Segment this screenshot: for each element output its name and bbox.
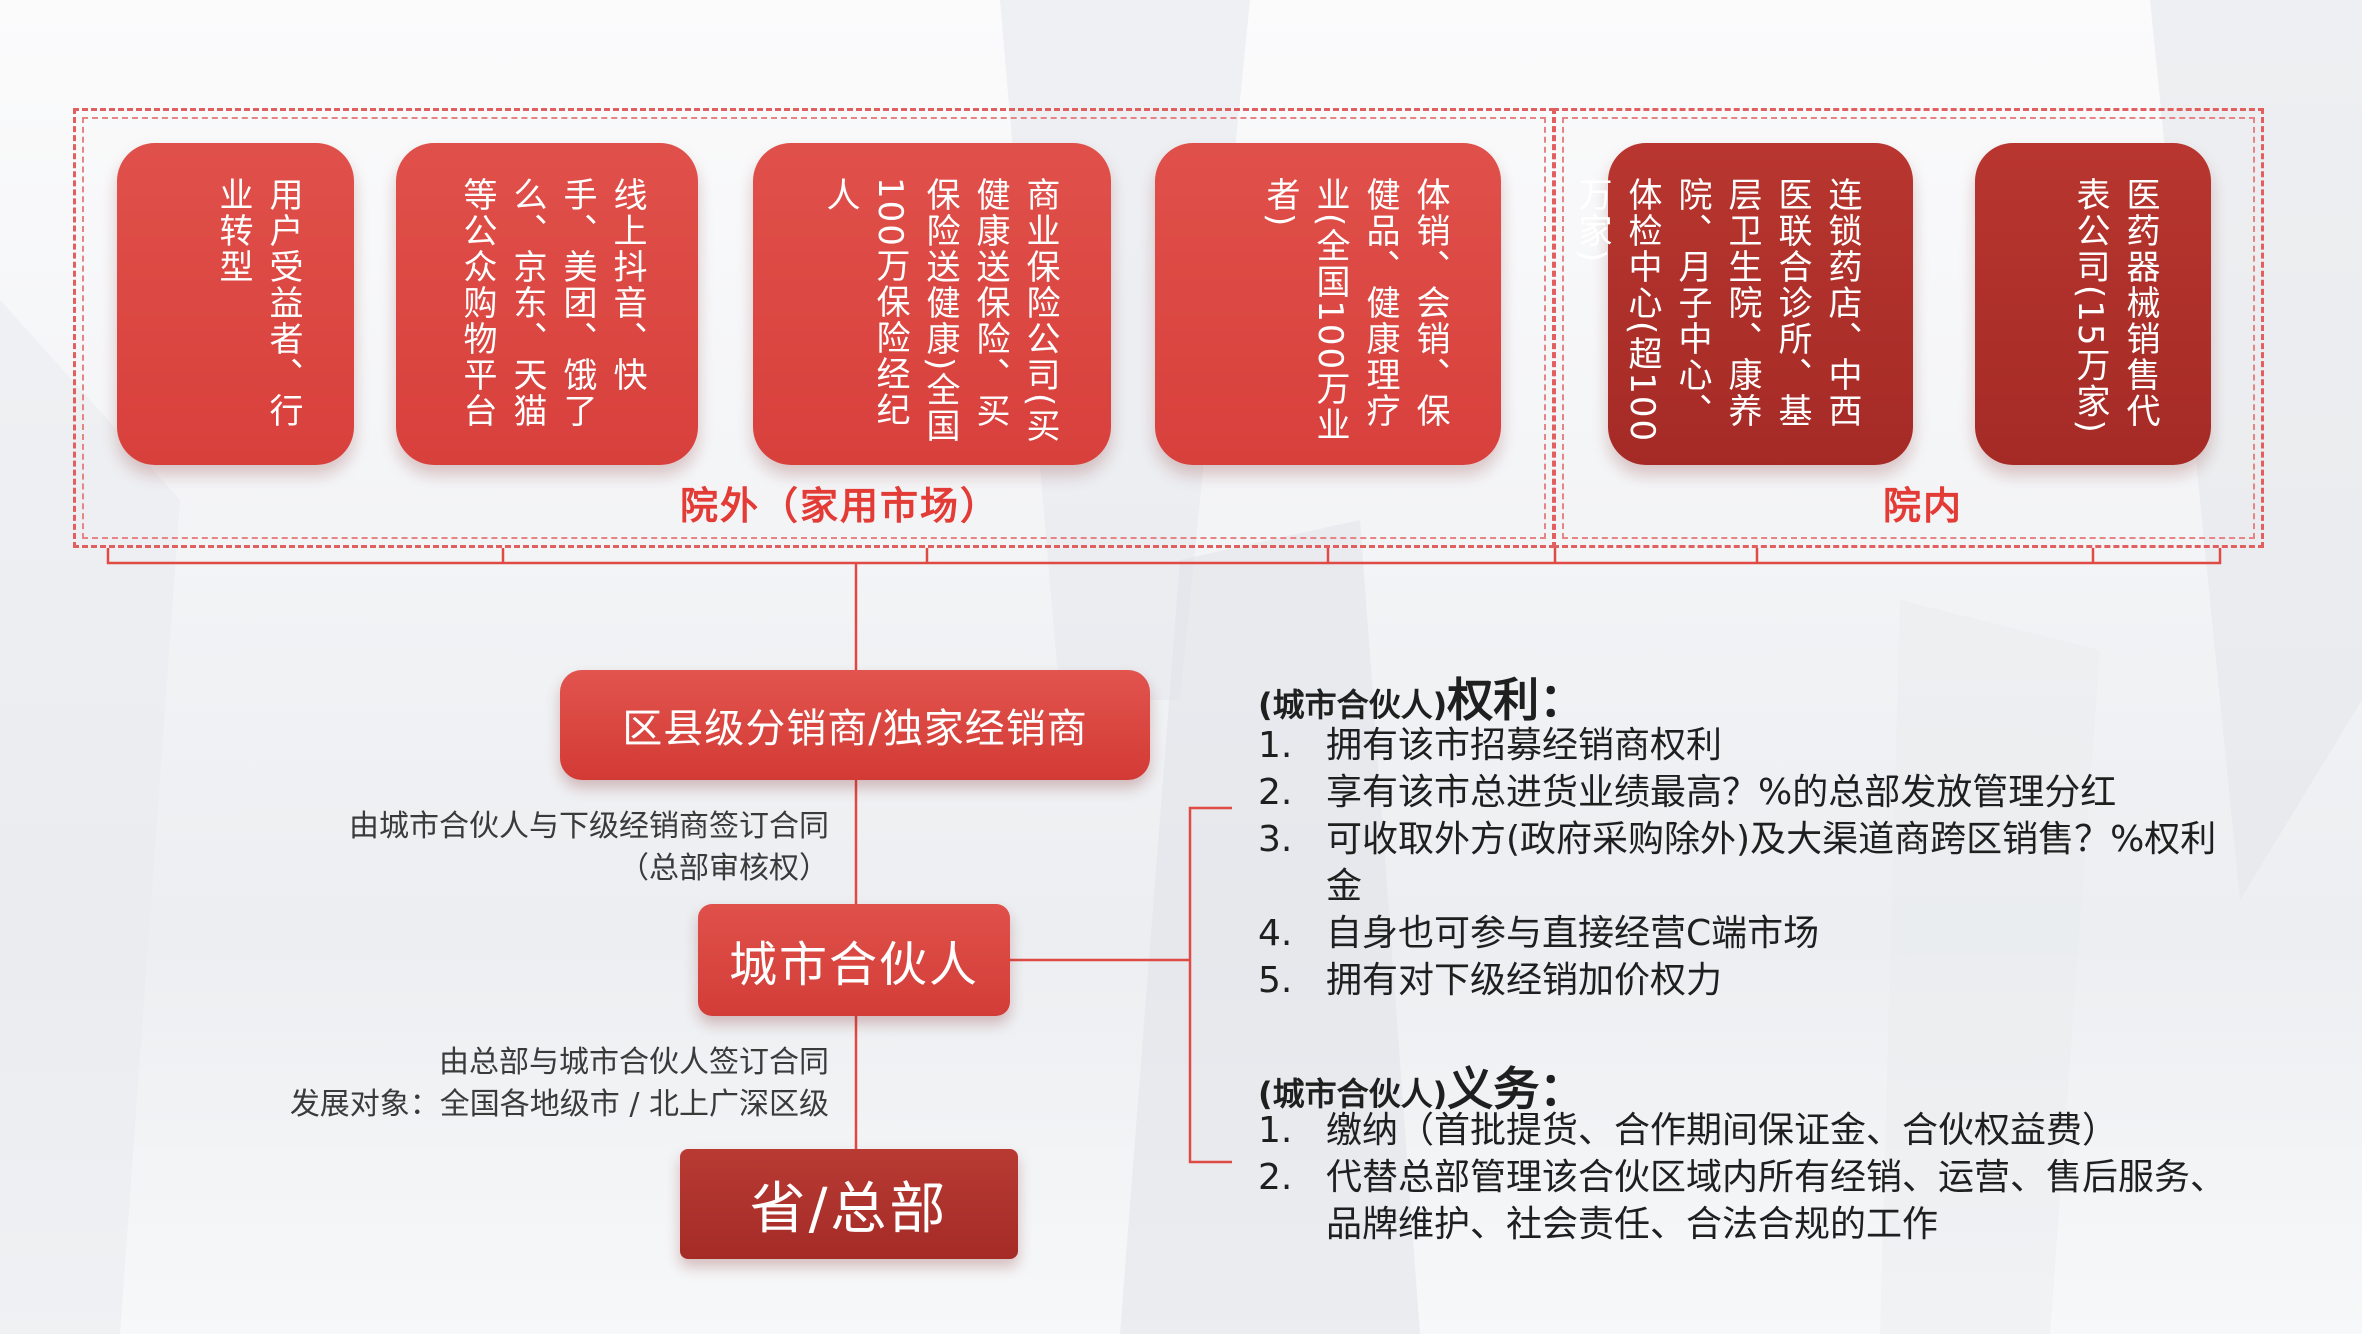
duties-item: 2. 代替总部管理该合伙区域内所有经销、运营、售后服务、品牌维护、社会责任、合法合… (1258, 1154, 2238, 1248)
rights-item-number: 3. (1258, 819, 1293, 860)
channel-box-insurance: 商业保险公司(买健康送保险、买保险送健康)全国100万保险经纪人 (753, 143, 1111, 465)
channel-box-health-sales: 体销、会销、保健品、健康理疗业(全国100万业者) (1155, 143, 1501, 465)
channel-box-pharmacies-clinics: 连锁药店、中西医联合诊所、基层卫生院、康养院、月子中心、体检中心(超100万家) (1572, 143, 1913, 465)
channel-box-end-users: 用户受益者、行业转型 (117, 143, 354, 465)
upper-note-line2: （总部审核权） (619, 851, 829, 886)
top-bracket (106, 548, 2222, 565)
rights-item: 4. 自身也可参与直接经营C端市场 (1258, 910, 2238, 957)
headquarters-node: 省/总部 (680, 1149, 1018, 1259)
rights-item-text: 可收取外方(政府采购除外)及大渠道商跨区销售？%权利金 (1326, 819, 2217, 907)
upper-contract-note: 由城市合伙人与下级经销商签订合同 （总部审核权） (349, 806, 829, 890)
duties-title-main: 义务： (1447, 1062, 1586, 1116)
rights-item-text: 自身也可参与直接经营C端市场 (1326, 913, 1820, 954)
inside-region-label: 院内 (1883, 484, 1964, 528)
rights-title-prefix: (城市合伙人) (1258, 686, 1448, 724)
rights-list: 1. 拥有该市招募经销商权利 2. 享有该市总进货业绩最高？%的总部发放管理分红 3… (1258, 722, 2238, 1004)
rights-item-number: 1. (1258, 725, 1293, 766)
side-bracket (1188, 806, 1232, 1164)
lower-note-line1: 由总部与城市合伙人签订合同 (439, 1045, 829, 1080)
rights-item-text: 拥有对下级经销加价权力 (1326, 960, 1723, 1001)
rights-item: 2. 享有该市总进货业绩最高？%的总部发放管理分红 (1258, 769, 2238, 816)
city-partner-node: 城市合伙人 (698, 904, 1010, 1016)
channel-box-online-platforms: 线上抖音、快手、美团、饿了么、京东、天猫等公众购物平台 (396, 143, 698, 465)
rights-item: 1. 拥有该市招募经销商权利 (1258, 722, 2238, 769)
duties-item-number: 1. (1258, 1110, 1293, 1151)
duties-item: 1. 缴纳（首批提货、合作期间保证金、合伙权益费） (1258, 1107, 2238, 1154)
lower-contract-note: 由总部与城市合伙人签订合同 发展对象：全国各地级市 / 北上广深区级 (290, 1042, 829, 1126)
outside-region-label: 院外（家用市场） (680, 484, 1001, 528)
duties-title-prefix: (城市合伙人) (1258, 1075, 1448, 1113)
rights-item: 3. 可收取外方(政府采购除外)及大渠道商跨区销售？%权利金 (1258, 816, 2238, 910)
upper-note-line1: 由城市合伙人与下级经销商签订合同 (349, 809, 829, 844)
duties-item-number: 2. (1258, 1157, 1293, 1198)
duties-list: 1. 缴纳（首批提货、合作期间保证金、合伙权益费） 2. 代替总部管理该合伙区域内所… (1258, 1107, 2238, 1248)
inside-region-frame (1553, 108, 2264, 548)
duties-title: (城市合伙人)义务： (1258, 1053, 1585, 1119)
duties-item-text: 缴纳（首批提货、合作期间保证金、合伙权益费） (1326, 1110, 2119, 1151)
rights-title-main: 权利： (1447, 673, 1586, 727)
lower-note-line2: 发展对象：全国各地级市 / 北上广深区级 (289, 1087, 829, 1122)
rights-item-number: 2. (1258, 772, 1293, 813)
rights-item-number: 5. (1258, 960, 1293, 1001)
duties-item-text: 代替总部管理该合伙区域内所有经销、运营、售后服务、品牌维护、社会责任、合法合规的… (1326, 1157, 2227, 1245)
rights-item-text: 拥有该市招募经销商权利 (1326, 725, 1723, 766)
rights-item: 5. 拥有对下级经销加价权力 (1258, 957, 2238, 1004)
rights-title: (城市合伙人)权利： (1258, 664, 1585, 730)
distributor-node: 区县级分销商/独家经销商 (560, 670, 1150, 780)
channel-box-medical-reps: 医药器械销售代表公司(15万家) (1975, 143, 2211, 465)
rights-item-number: 4. (1258, 913, 1293, 954)
rights-item-text: 享有该市总进货业绩最高？%的总部发放管理分红 (1326, 772, 2117, 813)
